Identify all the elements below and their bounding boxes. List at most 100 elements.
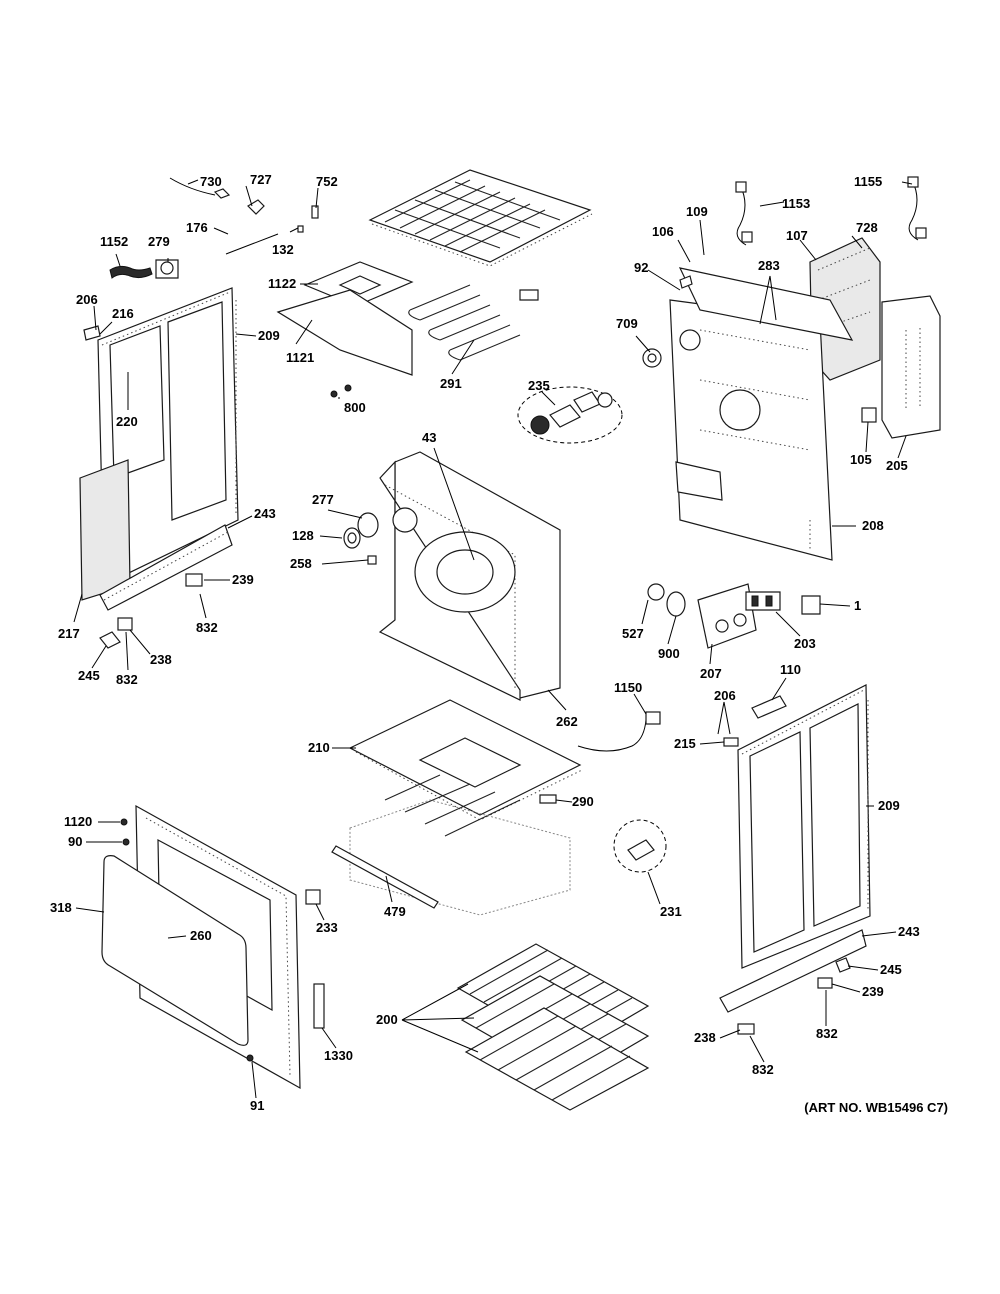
front-screws bbox=[120, 818, 254, 1062]
vent-709 bbox=[642, 348, 662, 368]
callout-labels: 730 727 752 176 132 1152 279 206 216 209… bbox=[50, 172, 920, 1113]
callout-110: 110 bbox=[780, 662, 801, 677]
callout-109: 109 bbox=[686, 204, 708, 219]
lamp-bracket-207 bbox=[697, 583, 757, 649]
callout-210: 210 bbox=[308, 740, 330, 755]
callout-832-c: 832 bbox=[816, 1026, 838, 1041]
art-number: (ART NO. WB15496 C7) bbox=[804, 1100, 948, 1115]
hinge-bracket-1330 bbox=[313, 983, 325, 1029]
callout-1120: 1120 bbox=[64, 814, 92, 829]
callout-235: 235 bbox=[528, 378, 550, 393]
screws-800 bbox=[330, 384, 352, 398]
callout-106: 106 bbox=[652, 224, 674, 239]
lamp-527 bbox=[647, 583, 665, 601]
callout-105: 105 bbox=[850, 452, 872, 467]
callout-709: 709 bbox=[616, 316, 638, 331]
callout-1: 1 bbox=[854, 598, 861, 613]
callout-176: 176 bbox=[186, 220, 208, 235]
oven-bottom-210 bbox=[348, 699, 583, 821]
callout-238-right: 238 bbox=[694, 1030, 716, 1045]
small-sensor-parts bbox=[169, 177, 319, 255]
callout-752: 752 bbox=[316, 174, 338, 189]
callout-1121: 1121 bbox=[286, 350, 314, 365]
lamp-lens-900 bbox=[666, 591, 686, 617]
switch-279 bbox=[155, 259, 179, 279]
clip-258 bbox=[367, 555, 377, 565]
callout-727: 727 bbox=[250, 172, 272, 187]
callout-262: 262 bbox=[556, 714, 578, 729]
callout-209-right: 209 bbox=[878, 798, 900, 813]
callout-107: 107 bbox=[786, 228, 808, 243]
callout-43: 43 bbox=[422, 430, 436, 445]
callout-92: 92 bbox=[634, 260, 648, 275]
callout-800: 800 bbox=[344, 400, 366, 415]
callout-730: 730 bbox=[200, 174, 222, 189]
callout-832-b: 832 bbox=[116, 672, 138, 687]
leveling-parts-left bbox=[99, 573, 203, 649]
callout-243-right: 243 bbox=[898, 924, 920, 939]
callout-217: 217 bbox=[58, 626, 80, 641]
callout-239-right: 239 bbox=[862, 984, 884, 999]
callout-291: 291 bbox=[440, 376, 462, 391]
callout-479: 479 bbox=[384, 904, 406, 919]
callout-231: 231 bbox=[660, 904, 682, 919]
relay-105 bbox=[861, 407, 877, 423]
callout-90: 90 bbox=[68, 834, 82, 849]
hinge-233 bbox=[305, 889, 321, 905]
harness-1153 bbox=[735, 181, 753, 246]
callout-238-left: 238 bbox=[150, 652, 172, 667]
callout-1150: 1150 bbox=[614, 680, 642, 695]
callout-216: 216 bbox=[112, 306, 134, 321]
bake-element-291 bbox=[408, 284, 539, 361]
convection-fan-kit-235 bbox=[517, 386, 623, 444]
harness-1150 bbox=[577, 711, 661, 752]
callout-203: 203 bbox=[794, 636, 816, 651]
callout-233: 233 bbox=[316, 920, 338, 935]
callout-245-left: 245 bbox=[78, 668, 100, 683]
harness-1152 bbox=[109, 265, 153, 279]
board-cover-205 bbox=[881, 295, 941, 439]
callout-290: 290 bbox=[572, 794, 594, 809]
bracket-231 bbox=[613, 819, 667, 873]
callout-215: 215 bbox=[674, 736, 696, 751]
callout-206-left: 206 bbox=[76, 292, 98, 307]
insulation-1121 bbox=[276, 289, 413, 376]
callout-239-left: 239 bbox=[232, 572, 254, 587]
callout-1155: 1155 bbox=[854, 174, 882, 189]
callout-200: 200 bbox=[376, 1012, 398, 1027]
callout-205: 205 bbox=[886, 458, 908, 473]
callout-91: 91 bbox=[250, 1098, 264, 1113]
callout-128: 128 bbox=[292, 528, 314, 543]
trim-479 bbox=[331, 845, 439, 909]
part-1 bbox=[801, 595, 821, 615]
callout-132: 132 bbox=[272, 242, 294, 257]
callout-245-right: 245 bbox=[880, 962, 902, 977]
oven-back-wall-262 bbox=[378, 451, 561, 701]
drawer-ghost bbox=[349, 799, 571, 916]
left-side-panel bbox=[79, 287, 239, 601]
callout-832-d: 832 bbox=[752, 1062, 774, 1077]
callout-243-left: 243 bbox=[254, 506, 276, 521]
harness-1155 bbox=[907, 176, 927, 241]
callout-1122: 1122 bbox=[268, 276, 296, 291]
left-bracket-243 bbox=[99, 524, 233, 611]
callout-1152: 1152 bbox=[100, 234, 128, 249]
ring-277-128 bbox=[343, 512, 379, 549]
callout-277: 277 bbox=[312, 492, 334, 507]
callout-209-left: 209 bbox=[258, 328, 280, 343]
callout-1153: 1153 bbox=[782, 196, 810, 211]
right-side-panel bbox=[737, 684, 871, 969]
oven-top-cover bbox=[368, 169, 593, 267]
callout-207: 207 bbox=[700, 666, 722, 681]
callout-220: 220 bbox=[116, 414, 138, 429]
callout-279: 279 bbox=[148, 234, 170, 249]
oven-racks-200 bbox=[456, 943, 650, 1111]
broil-element-290 bbox=[384, 774, 557, 837]
callout-728: 728 bbox=[856, 220, 878, 235]
callout-260: 260 bbox=[190, 928, 212, 943]
leveling-parts-right bbox=[737, 957, 851, 1035]
callout-206-right: 206 bbox=[714, 688, 736, 703]
leader-lines bbox=[73, 179, 913, 1099]
cable-215 bbox=[723, 737, 739, 747]
